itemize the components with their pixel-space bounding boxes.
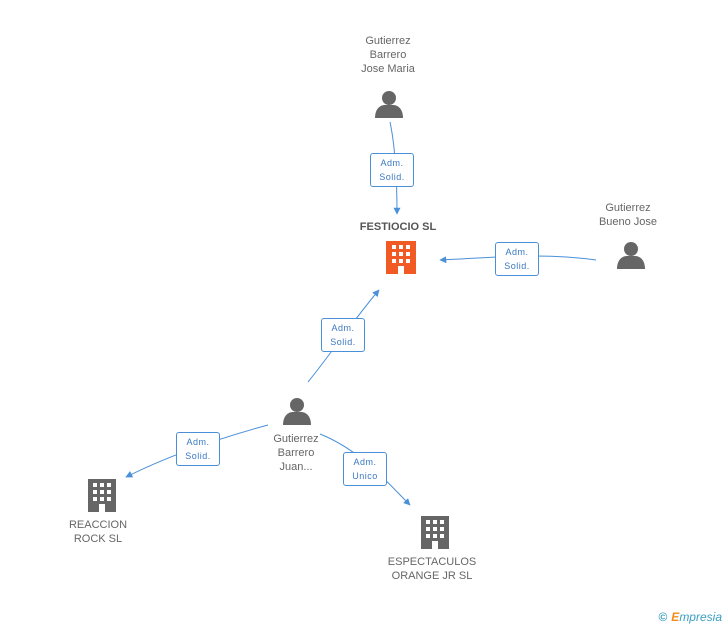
edge-label-role: Adm. Solid. <box>370 153 414 187</box>
edge-label-role: Adm. Solid. <box>321 318 365 352</box>
person-icon[interactable] <box>283 398 311 425</box>
node-label-gutierrez-barrero-juan[interactable]: Gutierrez Barrero Juan... <box>273 433 319 473</box>
building-icon[interactable] <box>88 479 116 512</box>
copyright-icon: © <box>658 610 668 624</box>
node-label-gutierrez-bueno-jose[interactable]: Gutierrez Bueno Jose <box>598 202 658 228</box>
brand-e: E <box>671 610 680 624</box>
empresia-logo[interactable]: ©Empresia <box>658 610 722 624</box>
person-icon[interactable] <box>617 242 645 269</box>
person-icon[interactable] <box>375 91 403 118</box>
edge-label-role: Adm. Solid. <box>176 432 220 466</box>
building-icon[interactable] <box>386 241 416 274</box>
node-label-gutierrez-barrero-jose-maria[interactable]: Gutierrez Barrero Jose Maria <box>361 35 415 75</box>
node-label-reaccion-rock[interactable]: REACCION ROCK SL <box>68 519 128 545</box>
edge-label-role: Adm. Unico <box>343 452 387 486</box>
edge-label-role: Adm. Solid. <box>495 242 539 276</box>
node-label-espectaculos-orange[interactable]: ESPECTACULOS ORANGE JR SL <box>387 556 477 582</box>
node-label-festiocio[interactable]: FESTIOCIO SL <box>359 221 437 233</box>
building-icon[interactable] <box>421 516 449 549</box>
brand-name: mpresia <box>679 610 722 624</box>
